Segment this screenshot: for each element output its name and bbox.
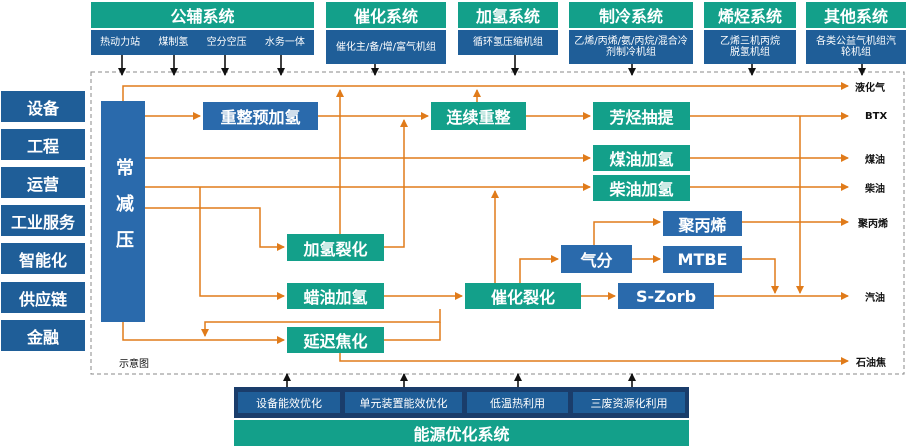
diagram-label: 示意图 — [119, 358, 149, 370]
unit-szorb: S-Zorb — [618, 283, 714, 309]
unit-gas-fractionation: 气分 — [561, 245, 632, 273]
unit-hydrocracking: 加氢裂化 — [287, 234, 384, 261]
unit-fcc: 催化裂化 — [465, 283, 581, 309]
left-label-intelligence: 智能化 — [1, 243, 85, 274]
arrow-fcc-gasfrac — [519, 255, 559, 283]
unit-mtbe: MTBE — [663, 246, 742, 273]
left-label-equipment: 设备 — [1, 91, 85, 122]
unit-wax-hydro: 蜡油加氢 — [287, 283, 384, 309]
refrigeration-items: 乙烯/丙烯/氨/丙烷/混合冷剂制冷机组 — [569, 30, 693, 64]
unit-ccr: 连续重整 — [431, 102, 526, 130]
energy-title: 能源优化系统 — [234, 420, 689, 446]
olefin-items: 乙烯三机丙烷脱氢机组 — [704, 30, 796, 64]
arrow-hydrocracking-ccr — [384, 119, 408, 248]
left-label-finance: 金融 — [1, 320, 85, 351]
left-label-industrial-services: 工业服务 — [1, 205, 85, 236]
arrow-cdu-coker — [122, 322, 285, 344]
unit-aromatics: 芳烃抽提 — [593, 102, 690, 130]
subsystem-arrows — [118, 55, 866, 387]
energy-item-equipment: 设备能效优化 — [238, 392, 340, 413]
arrow-mtbe-gasoline — [742, 258, 779, 294]
diagram-frame — [90, 71, 905, 375]
output-lpg: 液化气 — [855, 83, 885, 94]
group-header-hydrogen: 加氢系统 — [458, 2, 558, 28]
arrow-cdu-wax — [199, 187, 285, 300]
unit-reform-prehydro: 重整预加氢 — [203, 102, 318, 130]
energy-item-lowtemp: 低温热利用 — [467, 392, 568, 413]
output-kerosene: 煤油 — [865, 155, 885, 166]
utility-item-2: 煤制氢 — [158, 37, 189, 48]
group-header-utility: 公辅系统 — [91, 2, 314, 28]
output-btx: BTX — [865, 111, 888, 122]
group-header-refrigeration: 制冷系统 — [569, 2, 693, 28]
output-polypropylene: 聚丙烯 — [858, 219, 888, 230]
utility-item-1: 热动力站 — [100, 37, 141, 48]
group-header-other: 其他系统 — [806, 2, 906, 28]
output-diesel: 柴油 — [865, 184, 885, 195]
arrow-cdu-hydrocracking — [145, 207, 285, 251]
left-label-operations: 运营 — [1, 167, 85, 198]
utility-items: 热动力站 煤制氢 空分空压 水务一体 — [91, 30, 314, 55]
unit-coker: 延迟焦化 — [287, 327, 384, 353]
arrow-cdu-lpg — [122, 82, 849, 101]
utility-item-4: 水务一体 — [264, 37, 305, 48]
hydrogen-items: 循环氢压缩机组 — [458, 30, 558, 55]
group-header-olefin: 烯烃系统 — [704, 2, 796, 28]
line-coker-fcc — [384, 322, 441, 341]
unit-polypropylene: 聚丙烯 — [663, 211, 742, 236]
group-header-catalytic: 催化系统 — [326, 2, 446, 28]
other-items: 各类公益气机组汽轮机组 — [806, 30, 906, 64]
arrow-fcc-coker — [201, 309, 441, 337]
output-petroleum-coke: 石油焦 — [856, 358, 886, 369]
left-label-engineering: 工程 — [1, 129, 85, 160]
catalytic-items: 催化主/备/增/富气机组 — [326, 30, 446, 64]
process-arrows — [122, 82, 849, 365]
left-label-supply-chain: 供应链 — [1, 282, 85, 313]
unit-cdu: 常减压 — [101, 101, 145, 322]
unit-kero-hydro: 煤油加氢 — [593, 145, 690, 171]
energy-item-unit: 单元装置能效优化 — [345, 392, 462, 413]
output-gasoline: 汽油 — [865, 293, 885, 304]
unit-diesel-hydro: 柴油加氢 — [593, 175, 690, 201]
utility-item-3: 空分空压 — [206, 37, 247, 48]
arrow-coker-coke — [339, 353, 849, 365]
energy-item-waste: 三废资源化利用 — [573, 392, 685, 413]
arrow-gasfrac-pp — [593, 218, 661, 245]
